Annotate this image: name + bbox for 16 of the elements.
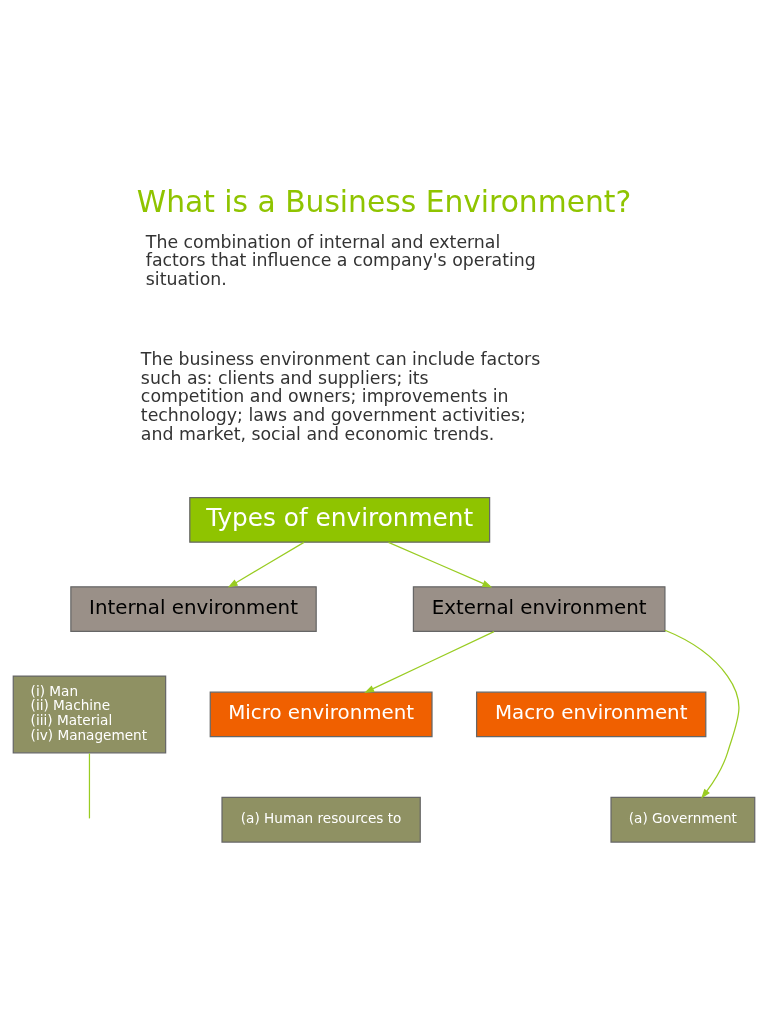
diagram-title: What is a Business Environment?: [136, 183, 632, 219]
node-box: Micro environment: [209, 691, 433, 737]
arrow: [664, 629, 740, 799]
node-box: Macro environment: [476, 691, 707, 737]
connector: [88, 752, 91, 819]
node-box: (a) Government: [610, 796, 756, 843]
arrow: [227, 541, 305, 588]
arrow: [364, 630, 495, 693]
node-box: (i) Man (ii) Machine (iii) Material (iv) Management: [12, 674, 167, 753]
node-box: Types of environment: [189, 496, 491, 543]
label: The combination of internal and external factors that influence a company's operating situation.: [145, 231, 536, 289]
node-box: External environment: [412, 585, 666, 632]
label: The business environment can include factors such as: clients and suppliers; its competition and owners; improvements in technology; laws and government activities; and market, social and economic trends.: [140, 348, 541, 444]
node-box: Internal environment: [70, 585, 317, 632]
arrow: [387, 541, 493, 587]
node-box: (a) Human resources to: [221, 796, 421, 843]
